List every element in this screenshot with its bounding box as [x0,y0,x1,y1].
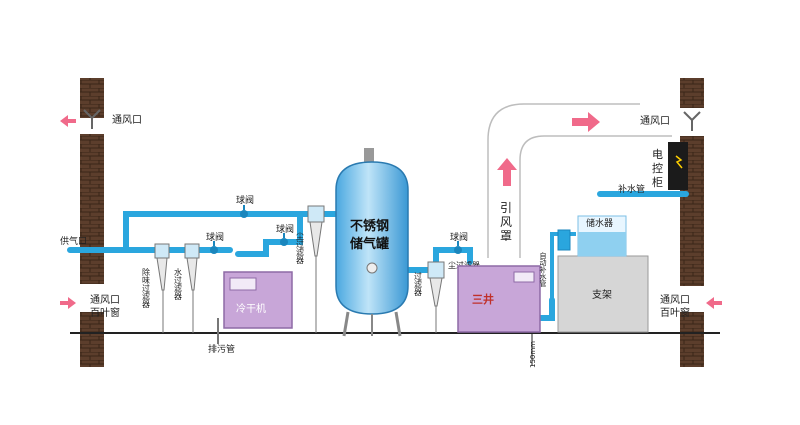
electrical-control-cabinet [668,142,688,190]
refill-box-icon [557,229,571,251]
pipe-network [67,191,689,321]
water-storage-tank [577,215,627,257]
compressor-side-pipe [537,297,555,321]
outlet-filter [427,261,445,333]
duct-label-1: 引 [500,201,512,215]
stand-label: 支架 [592,289,612,301]
left-wall-bottom [80,312,104,367]
ball-valve-4-label: 球阀 [450,231,468,243]
dryer-label: 冷干机 [236,302,266,315]
left-top-arrow-icon [60,115,76,127]
stainless-air-tank [335,148,409,337]
duct-upflow-arrow-icon [497,158,517,186]
odor-filter [154,243,170,333]
tank-outlet-pipe [405,247,473,273]
ball-valve-1-label: 球阀 [236,194,254,206]
dust-filter-label: 尘过滤器 [296,231,305,265]
duct-label-3: 罩 [500,229,512,243]
vent-left-top-label: 通风口 [112,114,142,126]
left-wall-middle [80,134,104,284]
vent-left-bottom-label-1: 通风口 [90,294,120,306]
odor-filter-label: 除味过滤器 [142,267,151,309]
panel-label-2: 控 [652,161,663,175]
water-filter-label: 水过滤器 [174,267,183,301]
air-compressor [457,265,541,333]
left-bottom-arrow-icon [60,297,76,309]
water-filter [184,243,200,333]
left-fan-icon [83,109,101,129]
ball-valve-2-icon [210,241,218,254]
right-bottom-arrow-icon [706,297,722,309]
ball-valve-3-icon [280,233,288,246]
left-wall-top [80,78,104,118]
tank-label-line2: 储气罐 [349,236,389,252]
water-tank-label: 储水器 [586,217,613,229]
ball-valve-3-label: 球阀 [276,223,294,235]
ball-valve-4-icon [454,241,462,254]
vent-right-top-label: 通风口 [640,115,670,127]
panel-label-3: 柜 [652,176,663,189]
compressor-brand-label: 三井 [472,292,494,306]
right-wall-top [680,78,704,108]
duct-outflow-arrow-icon [572,112,600,132]
outlet-filter-label: 过滤器 [414,271,423,297]
outlet-dust-filter-label: 尘过滤器 [448,260,480,270]
ball-valve-1-icon [240,205,248,218]
duct-label-2: 风 [500,215,512,229]
tank-label-line1: 不锈钢 [350,218,389,234]
dust-filter [307,205,325,333]
air-supply-label: 供气口 [60,235,87,247]
right-wall-bottom [680,312,704,367]
right-fan-icon [683,111,701,131]
dryer-outlet-pipe [235,211,303,257]
height-mark-label: 150mm [529,341,537,368]
vent-right-bottom-label-1: 通风口 [660,294,690,306]
duct-outer-outline [487,103,640,258]
refrigerated-dryer [223,271,293,329]
ball-valve-2-label: 球阀 [206,231,224,243]
vent-left-bottom-label-2: 百叶窗 [90,306,120,319]
panel-label-1: 电 [652,148,663,161]
support-stand [557,255,649,333]
vent-right-bottom-label-2: 百叶窗 [660,306,690,319]
refill-pipe-label: 补水管 [618,183,645,195]
main-pipe-upper [67,211,319,253]
duct-inner-outline [519,135,672,258]
auto-refill-label: 自动补水管 [539,251,547,288]
drain-pipe-label: 排污管 [208,343,235,355]
